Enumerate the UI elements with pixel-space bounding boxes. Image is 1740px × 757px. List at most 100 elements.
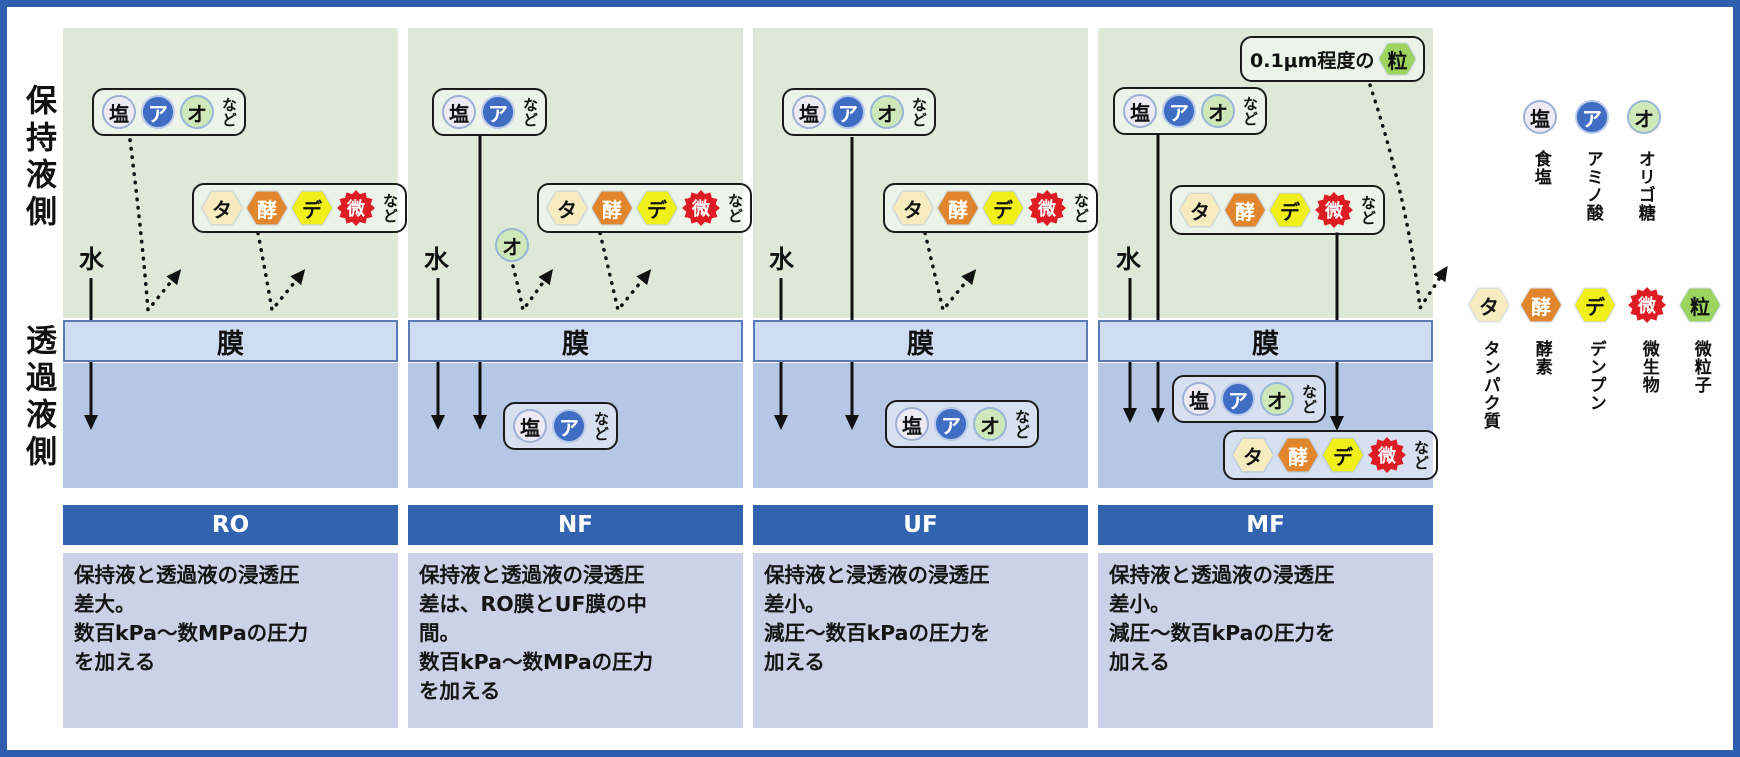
protein-icon-face: タ	[547, 191, 587, 225]
ro-title: RO	[63, 505, 398, 545]
protein-icon-face: タ	[1233, 438, 1273, 472]
panel-ro: 塩 ア オ など タ 酵 デ 微 など 水 膜 RO 保持液と透過液の浸透圧 差…	[63, 0, 407, 757]
oligosaccharide-icon: オ	[973, 407, 1007, 441]
ro-description: 保持液と透過液の浸透圧 差大。 数百kPa〜数MPaの圧力 を加える	[63, 553, 398, 728]
uf-description: 保持液と浸透液の浸透圧 差小。 減圧〜数百kPaの圧力を 加える	[753, 553, 1088, 728]
legend-starch-icon: デ	[1575, 288, 1615, 322]
uf-title: UF	[753, 505, 1088, 545]
etc-label: など	[1300, 384, 1318, 414]
starch-icon: デ	[1270, 193, 1310, 227]
amino-acid-icon: ア	[1221, 382, 1255, 416]
panel-mf: 0.1μm程度の 粒 塩 ア オ など タ 酵 デ 微 など 水 膜 塩 ア オ…	[1098, 0, 1438, 757]
nf-membrane: 膜	[408, 320, 743, 362]
oligosaccharide-icon: オ	[180, 95, 214, 129]
legend-salt-label: 食塩	[1530, 150, 1551, 186]
microbe-icon: 微	[1028, 190, 1066, 226]
salt-icon: 塩	[102, 95, 136, 129]
oligosaccharide-icon: オ	[1201, 94, 1235, 128]
protein-icon: タ	[202, 191, 242, 225]
enzyme-icon-face: 酵	[938, 191, 978, 225]
etc-label: など	[1241, 96, 1259, 126]
etc-label: など	[1013, 409, 1031, 439]
starch-icon: デ	[983, 191, 1023, 225]
nf-feed-zone	[408, 28, 743, 318]
amino-acid-icon: ア	[552, 409, 586, 443]
etc-label: など	[521, 97, 539, 127]
nf-lone-oligosaccharide-icon: オ	[495, 228, 529, 262]
nf-permeate-solutes-chip: 塩 ア など	[503, 402, 618, 450]
etc-label: など	[220, 97, 238, 127]
legend-enzyme-label: 酵素	[1531, 340, 1552, 376]
salt-icon: 塩	[513, 409, 547, 443]
etc-label: など	[726, 193, 744, 223]
microbe-icon: 微	[1368, 437, 1406, 473]
enzyme-icon-face: 酵	[1278, 438, 1318, 472]
panel-uf: 塩 ア オ など タ 酵 デ 微 など 水 膜 塩 ア オ など UF 保持液と…	[753, 0, 1098, 757]
nf-title: NF	[408, 505, 743, 545]
nf-description: 保持液と透過液の浸透圧 差は、RO膜とUF膜の中 間。 数百kPa〜数MPaの圧…	[408, 553, 743, 728]
protein-icon: タ	[547, 191, 587, 225]
mf-particle-note-chip: 0.1μm程度の 粒	[1240, 36, 1426, 82]
legend-starch-icon-face: デ	[1575, 288, 1615, 322]
amino-acid-icon: ア	[481, 95, 515, 129]
uf-feed-zone	[753, 28, 1088, 318]
uf-membrane: 膜	[753, 320, 1088, 362]
ro-feed-large-solutes-chip: タ 酵 デ 微 など	[192, 183, 407, 233]
legend-protein-label: タンパク質	[1479, 340, 1500, 430]
legend-salt-icon: 塩	[1523, 100, 1557, 134]
amino-acid-icon: ア	[141, 95, 175, 129]
panel-nf: 塩 ア など オ タ 酵 デ 微 など 水 膜 塩 ア など NF 保持液と透過…	[408, 0, 752, 757]
starch-icon: デ	[637, 191, 677, 225]
uf-feed-small-solutes-chip: 塩 ア オ など	[782, 88, 936, 136]
microbe-icon: 微	[1315, 192, 1353, 228]
starch-icon-face: デ	[983, 191, 1023, 225]
salt-icon: 塩	[1123, 94, 1157, 128]
legend-microbe-icon: 微	[1628, 287, 1666, 323]
mf-description: 保持液と透過液の浸透圧 差小。 減圧〜数百kPaの圧力を 加える	[1098, 553, 1433, 728]
mf-permeate-small-solutes-chip: 塩 ア オ など	[1172, 375, 1326, 423]
mf-feed-small-solutes-chip: 塩 ア オ など	[1113, 87, 1267, 135]
legend-enzyme-icon: 酵	[1521, 288, 1561, 322]
microbe-icon: 微	[682, 190, 720, 226]
oligosaccharide-icon: オ	[870, 95, 904, 129]
enzyme-icon-face: 酵	[247, 191, 287, 225]
legend-protein-icon-face: タ	[1469, 288, 1509, 322]
protein-icon: タ	[1233, 438, 1273, 472]
mf-water-label: 水	[1116, 245, 1142, 274]
salt-icon: 塩	[895, 407, 929, 441]
mf-membrane: 膜	[1098, 320, 1433, 362]
protein-icon: タ	[893, 191, 933, 225]
amino-acid-icon: ア	[934, 407, 968, 441]
starch-icon-face: デ	[637, 191, 677, 225]
etc-label: など	[381, 193, 399, 223]
mf-feed-large-solutes-chip: タ 酵 デ 微 など	[1170, 185, 1385, 235]
legend-starch-label: デンプン	[1585, 340, 1606, 412]
etc-label: など	[592, 411, 610, 441]
legend-oligosaccharide-label: オリゴ糖	[1634, 150, 1655, 222]
enzyme-icon: 酵	[1225, 193, 1265, 227]
protein-icon: タ	[1180, 193, 1220, 227]
uf-water-label: 水	[769, 245, 795, 274]
legend-amino-acid-label: アミノ酸	[1582, 150, 1603, 222]
etc-label: など	[1359, 195, 1377, 225]
oligosaccharide-icon: オ	[1260, 382, 1294, 416]
etc-label: など	[910, 97, 928, 127]
legend-amino-acid-icon: ア	[1575, 100, 1609, 134]
nf-feed-small-solutes-chip: 塩 ア など	[432, 88, 547, 136]
legend-microbe-label: 微生物	[1638, 340, 1659, 394]
protein-icon-face: タ	[1180, 193, 1220, 227]
nf-feed-large-solutes-chip: タ 酵 デ 微 など	[537, 183, 752, 233]
amino-acid-icon: ア	[831, 95, 865, 129]
enzyme-icon-face: 酵	[1225, 193, 1265, 227]
enzyme-icon: 酵	[247, 191, 287, 225]
uf-permeate-solutes-chip: 塩 ア オ など	[885, 400, 1039, 448]
protein-icon-face: タ	[202, 191, 242, 225]
amino-acid-icon: ア	[1162, 94, 1196, 128]
protein-icon-face: タ	[893, 191, 933, 225]
salt-icon: 塩	[1182, 382, 1216, 416]
salt-icon: 塩	[792, 95, 826, 129]
ro-feed-zone	[63, 28, 398, 318]
ro-feed-small-solutes-chip: 塩 ア オ など	[92, 88, 246, 136]
ro-membrane: 膜	[63, 320, 398, 362]
